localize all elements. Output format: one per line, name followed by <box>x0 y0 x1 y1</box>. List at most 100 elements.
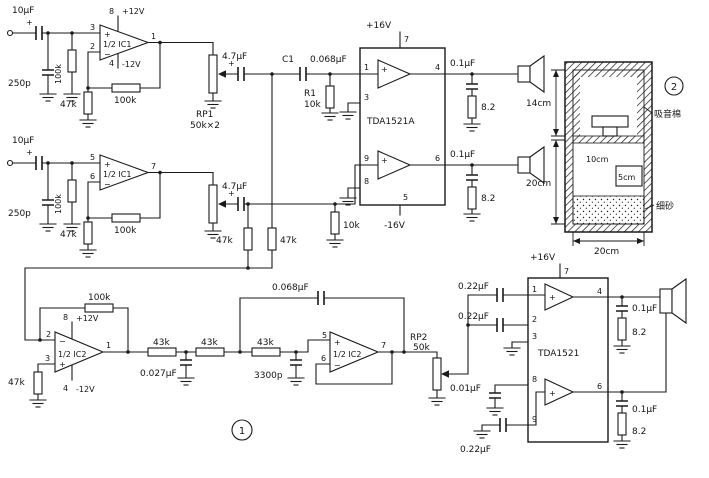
speaker-cone-icon <box>529 145 545 185</box>
dimension-lines <box>551 69 655 246</box>
c1-value-label: 0.068μF <box>310 55 347 65</box>
resistor-100k-feedback <box>111 83 141 93</box>
ic2b-plus-input: + <box>334 338 341 347</box>
resistor-47k-gnd <box>33 371 43 395</box>
resistor-8r2 <box>467 95 477 119</box>
wires <box>444 164 519 215</box>
ch1-r-in-label: 100k <box>54 64 63 84</box>
resistor-100k-feedback <box>84 303 114 313</box>
speaker-cone-icon <box>671 277 687 325</box>
box-dim-top-label: 14cm <box>526 99 551 109</box>
resistor-100k-input <box>67 179 77 203</box>
ic2a-vee-label: -12V <box>76 385 95 394</box>
tda1-pin3-label: 3 <box>364 93 369 102</box>
tda1-pin8-label: 8 <box>364 177 369 186</box>
wires <box>347 31 446 216</box>
potentiometer-rp2 <box>432 357 442 391</box>
speaker-icon <box>659 288 673 314</box>
mixer-network: 47k 47k <box>24 227 297 341</box>
resistor-47k-mix-a <box>243 227 253 251</box>
ch2-r-ser-label: 10k <box>343 221 360 231</box>
tda1-pin4-label: 4 <box>435 63 440 72</box>
tda2-pin6-label: 6 <box>597 382 602 391</box>
capacitor-plates <box>35 156 245 211</box>
tda1-pin6-label: 6 <box>435 154 440 163</box>
box-sand-label: 细砂 <box>656 200 674 212</box>
subwoofer-filter: 100k 2 − 3 + 1/2 IC2 1 8 +12V 4 -12V 47k… <box>8 283 529 401</box>
ic2b-minus-input: − <box>334 361 341 370</box>
ch1-input-cap-label: 10μF <box>12 6 34 16</box>
box-cotton-label: 吸音棉 <box>654 108 681 120</box>
arrowhead <box>637 238 644 244</box>
ic2a-pin1-label: 1 <box>106 341 111 350</box>
ch1-r-fb-label: 100k <box>114 96 137 106</box>
resistor-100k-input <box>67 49 77 73</box>
divider-shelf <box>572 135 645 144</box>
tda2-c-in1-label: 0.22μF <box>458 282 489 292</box>
ic1a-pin1-label: 1 <box>151 32 156 41</box>
ch1-c-out-plus: + <box>228 59 235 68</box>
ic2b-pin5-label: 5 <box>322 331 327 340</box>
arrowhead <box>573 238 580 244</box>
ch1-r-gnd-label: 47k <box>60 100 77 110</box>
mix-r-a-label: 47k <box>216 236 233 246</box>
tda1521a-body <box>359 47 446 206</box>
ch2-c-out-plus: + <box>228 189 235 198</box>
ch1-input-cap-plus: + <box>26 18 33 27</box>
speaker-icon <box>517 65 531 83</box>
ic2a-vcc-label: +12V <box>76 314 99 323</box>
ic1a-plus-input: + <box>104 30 111 39</box>
resistor-8r2-top <box>617 317 627 341</box>
ic1a-minus-input: − <box>104 50 111 59</box>
resistor-8r2 <box>467 186 477 210</box>
tda2-c-in2-label: 0.22μF <box>458 312 489 322</box>
tda1521a-amp2-triangle <box>377 150 412 180</box>
channel1-input-stage: 10μF + 3 + 2 − 1/2 IC1 1 8 +12V 4 -12V 1… <box>6 6 361 229</box>
tda2-pin4-label: 4 <box>597 287 602 296</box>
cotton-lining-right <box>637 70 644 136</box>
out2-r-label: 8.2 <box>481 194 495 204</box>
ch2-c-out-label: 4.7μF <box>222 182 247 192</box>
ic2b-name: 1/2 IC2 <box>333 350 361 359</box>
out1-r-label: 8.2 <box>481 103 495 113</box>
wires <box>37 294 529 401</box>
ch1-c-rf-label: 250p <box>8 79 31 89</box>
rp2-wiper-arrow <box>441 370 449 378</box>
box-dim-bottom-label: 20cm <box>526 179 551 189</box>
ic1a-pin8-label: 8 <box>109 7 114 16</box>
rp2-name-label: RP2 <box>410 333 427 343</box>
port-duct <box>615 165 643 187</box>
arrowhead <box>553 140 559 147</box>
arrowhead <box>553 129 559 136</box>
tda1521a-amplifier: +16V 7 1 + 3 TDA1521A 9 + 8 4 6 5 -16V <box>347 21 446 231</box>
out4-c-label: 0.1μF <box>632 405 657 415</box>
r1-value-label: 10k <box>304 100 321 110</box>
ic1b-name: 1/2 IC1 <box>103 170 131 179</box>
opamp-ic2a <box>54 331 105 373</box>
box-port-width-label: 10cm <box>586 155 609 164</box>
ch2-c-rf-label: 250p <box>8 209 31 219</box>
out3-r-label: 8.2 <box>632 328 646 338</box>
tda1-pin7-label: 7 <box>404 35 409 44</box>
box-port-height-label: 5cm <box>618 173 635 182</box>
tda2-amp1-plus: + <box>549 293 556 302</box>
tda1-amp2-plus: + <box>381 156 388 165</box>
arrowhead <box>553 70 559 77</box>
tda1521-subwoofer-amplifier: +16V 7 1 2 3 + TDA1521 8 9 + 4 6 0.22μF … <box>450 253 609 455</box>
sub-r2-label: 43k <box>201 338 218 348</box>
out1-c-label: 0.1μF <box>450 59 475 69</box>
rp2-value-label: 50k <box>413 343 430 353</box>
tda2-c-p8-label: 0.01μF <box>450 384 481 394</box>
capacitor-plates <box>466 174 478 181</box>
tda2-pin2-label: 2 <box>532 315 537 324</box>
wires <box>11 162 361 251</box>
output-network-sub: 0.1μF 8.2 0.1μF 8.2 <box>607 277 687 442</box>
ic1b-minus-input: − <box>104 180 111 189</box>
ground-symbols <box>29 93 631 449</box>
resistor-43k-3 <box>251 347 281 357</box>
wires <box>24 249 273 341</box>
wires <box>481 263 609 432</box>
resistor-47k <box>83 221 93 245</box>
ch2-r-in-label: 100k <box>54 194 63 214</box>
tda2-pin1-label: 1 <box>532 285 537 294</box>
